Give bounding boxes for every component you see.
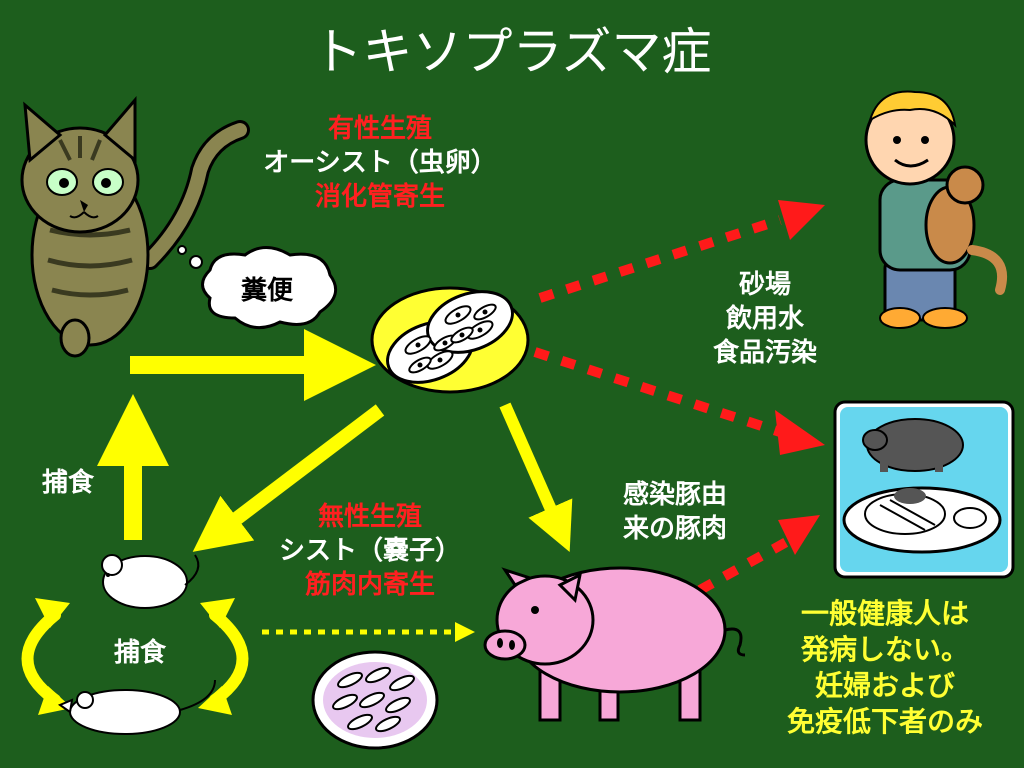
bubble-dot-medium — [189, 255, 203, 269]
env-route-labels: 砂場 飲用水 食品汚染 — [690, 268, 840, 370]
predation-label-rodents: 捕食 — [113, 638, 166, 668]
clinical-note-line3: 妊婦および — [814, 669, 955, 702]
env-route-food: 食品汚染 — [712, 338, 817, 368]
cat-stage-intestinal: 消化管寄生 — [314, 182, 445, 212]
arrow-oocyst-to-mouse — [192, 404, 385, 552]
cat-stage-oocyst: オーシスト（虫卵） — [263, 148, 497, 178]
cyst-icon — [311, 650, 439, 750]
rat-illustration — [57, 679, 216, 735]
cat-illustration — [20, 95, 250, 358]
arrow-oocyst-to-pig — [499, 402, 573, 552]
cat-stage-labels: 有性生殖 オーシスト（虫卵） 消化管寄生 — [230, 112, 530, 214]
red-arrow-to-food — [533, 347, 825, 455]
env-route-water: 飲用水 — [725, 304, 804, 334]
pig-illustration — [483, 566, 746, 722]
pork-route-line2: 来の豚肉 — [622, 514, 727, 544]
clinical-note: 一般健康人は 発病しない。 妊婦および 免疫低下者のみ — [760, 596, 1010, 740]
clinical-note-line4: 免疫低下者のみ — [786, 705, 983, 738]
feces-label: 糞便 — [240, 276, 293, 306]
predation-label-vertical: 捕食 — [41, 468, 94, 498]
cat-stage-sexual: 有性生殖 — [327, 114, 432, 144]
pork-route-labels: 感染豚由 来の豚肉 — [590, 478, 760, 546]
intermediate-stage-cyst: シスト（嚢子） — [278, 536, 461, 566]
feces-bubble — [201, 246, 338, 330]
oocyst-icon — [370, 286, 530, 394]
child-with-cat-illustration — [864, 90, 1008, 329]
intermediate-stage-labels: 無性生殖 シスト（嚢子） 筋肉内寄生 — [245, 500, 495, 602]
red-arrow-pig-to-food — [697, 515, 820, 595]
page-title: トキソプラズマ症 — [312, 23, 712, 81]
env-route-sandbox: 砂場 — [738, 270, 791, 300]
intermediate-stage-muscle: 筋肉内寄生 — [304, 570, 435, 600]
bubble-dot-small — [177, 245, 187, 255]
clinical-note-line1: 一般健康人は — [800, 597, 969, 630]
arrow-cyst-to-pig-head — [455, 622, 475, 642]
clinical-note-line2: 発病しない。 — [800, 633, 969, 666]
red-arrow-to-child — [538, 200, 825, 303]
pork-route-line1: 感染豚由 — [622, 480, 727, 510]
intermediate-stage-asexual: 無性生殖 — [317, 502, 422, 532]
mouse-illustration — [101, 554, 200, 609]
food-panel — [833, 400, 1015, 579]
